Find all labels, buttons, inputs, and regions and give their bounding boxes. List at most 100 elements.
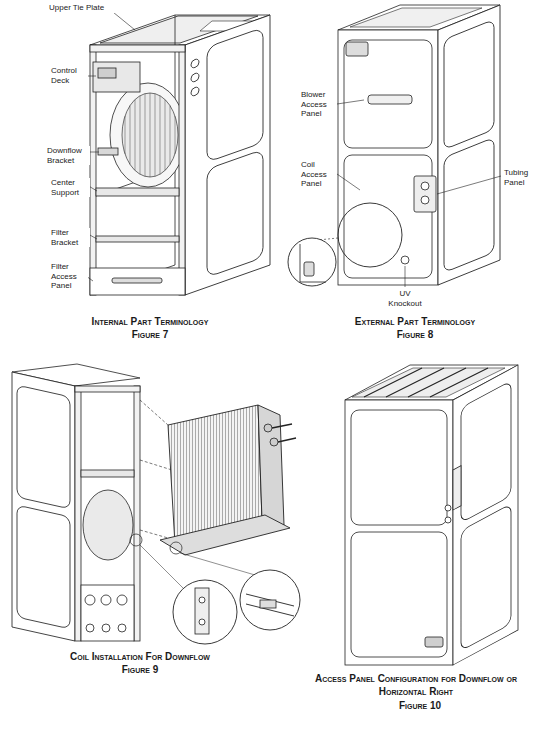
frame-post-detail <box>195 588 209 634</box>
leader-line <box>405 266 406 287</box>
filter-bracket <box>96 236 179 242</box>
zoom-inset <box>240 570 300 630</box>
side-face <box>12 372 75 641</box>
center-support <box>81 470 134 477</box>
guide-line <box>140 400 168 425</box>
side-face <box>185 15 270 295</box>
figure-caption: Figure 8 <box>355 328 475 341</box>
knockout-hole <box>117 595 127 605</box>
access-panel <box>351 532 447 657</box>
control-box <box>346 42 368 56</box>
part-label: Filter Access Panel <box>50 262 88 291</box>
leader-line <box>90 152 99 153</box>
access-panel <box>351 410 447 525</box>
coil-slat <box>364 368 422 397</box>
blower-blade <box>175 116 176 154</box>
side-inset <box>207 27 263 162</box>
figure-caption: Access Panel Configuration for Downflow … <box>291 672 541 698</box>
zoom-inset <box>288 238 336 286</box>
front-face <box>338 30 438 285</box>
part-label: UV Knockout <box>382 289 428 308</box>
guide-line <box>140 460 172 470</box>
zoom-line <box>140 545 185 590</box>
filter-access-panel <box>90 268 185 295</box>
tube-port <box>445 517 451 523</box>
detail-marker <box>130 534 142 546</box>
figure-caption: Figure 10 <box>360 699 480 712</box>
side-inset <box>461 504 511 651</box>
part-label: Filter Bracket <box>50 228 90 247</box>
blower-blade <box>150 93 151 177</box>
figure-caption: Figure 9 <box>80 663 200 676</box>
part-label: Upper Tie Plate <box>48 3 118 13</box>
part-label: Coil Access Panel <box>300 160 337 189</box>
blower-access-panel <box>344 40 432 148</box>
control-deck <box>93 62 140 92</box>
front-post <box>134 386 140 641</box>
side-inset <box>444 19 494 149</box>
blower-blade <box>170 106 171 165</box>
blower-blade <box>130 106 131 165</box>
side-panel <box>453 365 518 665</box>
coil-end-plate <box>258 405 284 525</box>
figure-caption: Internal Part Terminology <box>25 315 275 328</box>
part-label: Blower Access Panel <box>300 90 337 119</box>
part-label: Control Deck <box>50 66 87 85</box>
top-rail <box>75 386 140 392</box>
figure-caption: External Part Terminology <box>290 315 540 328</box>
downflow-bracket <box>98 148 118 155</box>
side-panel <box>12 372 75 641</box>
blower-blade <box>155 94 156 177</box>
figure-caption: Figure 7 <box>90 328 210 341</box>
blower-blade <box>145 94 146 177</box>
pan-lip-detail <box>260 600 276 608</box>
tubing-panel <box>453 466 461 510</box>
side-inset <box>17 385 70 509</box>
side-inset <box>17 505 70 629</box>
side-panel <box>438 5 500 285</box>
knockout-hole <box>118 624 126 632</box>
tube-port <box>421 196 429 204</box>
leader-line <box>88 76 96 77</box>
front-post <box>75 386 81 641</box>
top-rail <box>90 45 185 52</box>
panel-slot <box>112 278 162 283</box>
zoom-line <box>180 553 255 575</box>
tube-stub <box>272 424 292 428</box>
center-support <box>96 188 179 196</box>
side-inset <box>461 381 511 523</box>
knockout-hole <box>85 595 95 605</box>
knockout-hole <box>86 624 94 632</box>
side-inset <box>207 149 263 277</box>
leader-line <box>437 176 501 194</box>
part-label: Downflow Bracket <box>46 146 90 165</box>
knockout-hole <box>102 624 110 632</box>
side-face <box>438 5 500 285</box>
tube-port <box>445 505 451 511</box>
blower-blade <box>165 100 166 171</box>
screw-hole <box>199 619 205 625</box>
corner-latch <box>304 262 314 276</box>
refrigerant-tube <box>264 424 272 432</box>
coil-slat <box>386 368 444 397</box>
tube-port <box>421 182 429 190</box>
knockout-hole <box>191 86 199 97</box>
side-panel <box>185 15 270 295</box>
blower-housing <box>110 83 186 187</box>
uv-knockout <box>401 256 409 264</box>
panel-corner <box>300 244 326 282</box>
blower-wheel <box>83 490 133 560</box>
tubing-panel <box>414 176 436 212</box>
panel-handle <box>368 95 412 104</box>
drain-pan <box>160 515 290 555</box>
screw-hole <box>199 597 205 603</box>
blower-blade <box>125 116 126 154</box>
leader-line <box>337 100 364 104</box>
knockout-hole <box>191 58 199 69</box>
side-face <box>453 365 518 665</box>
blower-blade <box>160 96 161 174</box>
panel-latch <box>425 637 443 647</box>
part-label: Tubing Panel <box>503 168 539 187</box>
